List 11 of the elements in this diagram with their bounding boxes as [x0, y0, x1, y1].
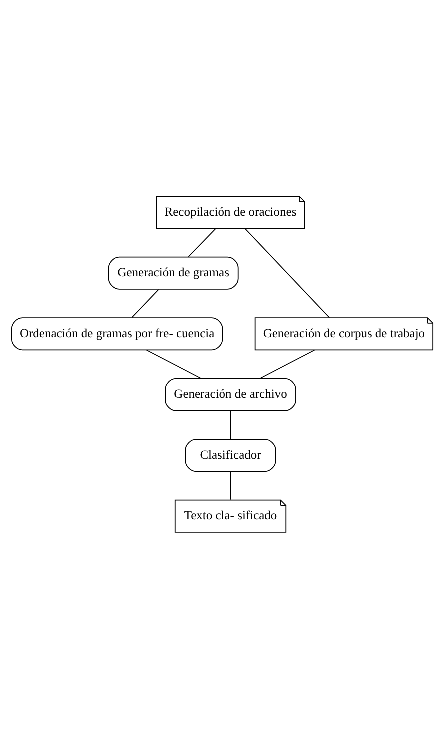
connector [260, 350, 316, 380]
node-box: Generación de archivo [165, 378, 296, 412]
connector [188, 228, 216, 258]
connector [132, 289, 160, 318]
connector [146, 350, 202, 380]
node-box: Ordenación de gramas por fre- cuencia [11, 318, 224, 351]
node-box: Generación de gramas [108, 256, 239, 290]
connector [230, 410, 232, 440]
node-box: Clasificador [185, 439, 276, 472]
connector [244, 228, 330, 318]
connector [230, 472, 232, 500]
